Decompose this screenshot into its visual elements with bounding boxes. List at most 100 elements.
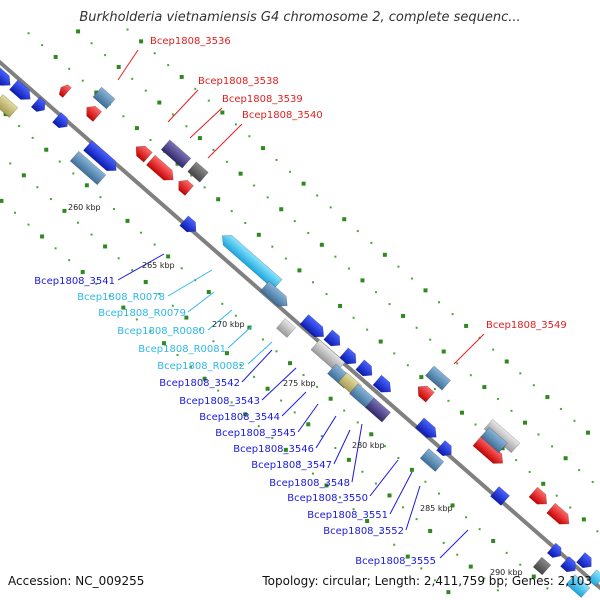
tick-label: 280 kbp: [352, 441, 385, 450]
gene-arrow[interactable]: [57, 82, 72, 98]
gene-arrow[interactable]: [483, 418, 521, 454]
gene-arrow[interactable]: [546, 502, 574, 529]
tick-dot: [591, 480, 594, 483]
gene-arrow[interactable]: [372, 374, 395, 397]
gene-arrow[interactable]: [146, 154, 177, 185]
tick-dot: [53, 54, 58, 59]
gene-label[interactable]: Bcep1808_R0081: [138, 344, 226, 355]
leader-line: [189, 107, 223, 139]
gene-label[interactable]: Bcep1808_3552: [323, 526, 404, 537]
gene-arrow[interactable]: [260, 280, 291, 311]
gene-arrow[interactable]: [0, 65, 15, 90]
tick-dot: [456, 362, 459, 365]
tick-dot: [9, 162, 12, 165]
tick-dot: [447, 399, 450, 402]
gene-arrow[interactable]: [92, 86, 116, 110]
gene-arrow[interactable]: [587, 569, 600, 587]
tick-dot: [284, 257, 287, 260]
gene-arrow[interactable]: [69, 150, 107, 186]
tick-dot: [116, 64, 121, 69]
gene-label[interactable]: Bcep1808_3544: [199, 412, 280, 423]
gene-label[interactable]: Bcep1808_3541: [34, 276, 115, 287]
tick-dot: [379, 531, 382, 534]
tick-dot: [459, 410, 464, 415]
gene-label[interactable]: Bcep1808_R0078: [77, 292, 165, 303]
gene-label[interactable]: Bcep1808_R0082: [157, 361, 245, 372]
gene-arrow[interactable]: [349, 383, 375, 409]
gene-arrow[interactable]: [480, 426, 508, 454]
gene-label[interactable]: Bcep1808_3550: [287, 493, 368, 504]
gene-label[interactable]: Bcep1808_3551: [307, 510, 388, 521]
tick-dot: [298, 460, 301, 463]
leader-line: [333, 429, 351, 465]
tick-dot: [532, 384, 535, 387]
gene-label[interactable]: Bcep1808_3547: [251, 460, 332, 471]
gene-arrow[interactable]: [415, 417, 440, 442]
gene-arrow[interactable]: [52, 112, 71, 131]
gene-label[interactable]: Bcep1808_3549: [486, 320, 567, 331]
gene-label[interactable]: Bcep1808_R0079: [98, 308, 186, 319]
tick-dot: [271, 437, 274, 440]
tick-dot: [510, 409, 513, 412]
gene-arrow[interactable]: [490, 486, 510, 506]
gene-arrow[interactable]: [9, 79, 34, 104]
gene-arrow[interactable]: [30, 96, 49, 115]
gene-arrow[interactable]: [339, 347, 361, 368]
gene-arrow[interactable]: [355, 359, 377, 380]
gene-arrow[interactable]: [576, 552, 595, 571]
tick-dot: [293, 220, 296, 223]
gene-arrow[interactable]: [276, 318, 296, 338]
gene-label[interactable]: Bcep1808_3539: [222, 94, 303, 105]
gene-arrow[interactable]: [565, 574, 591, 598]
tick-dot: [343, 409, 346, 412]
tick-dot: [469, 374, 472, 377]
gene-arrow[interactable]: [414, 382, 435, 403]
tick-dot: [474, 423, 477, 426]
gene-arrow[interactable]: [436, 440, 455, 459]
tick-dot: [108, 294, 111, 297]
gene-label[interactable]: Bcep1808_3540: [242, 110, 323, 121]
gene-arrow[interactable]: [0, 94, 19, 118]
gene-arrow[interactable]: [425, 365, 451, 391]
gene-arrow[interactable]: [528, 486, 551, 509]
gene-arrow[interactable]: [174, 176, 194, 196]
tick-dot: [356, 421, 359, 424]
gene-arrow[interactable]: [560, 556, 579, 575]
tick-dot: [325, 293, 328, 296]
tick-dot: [311, 472, 314, 475]
tick-dot: [522, 420, 527, 425]
gene-label[interactable]: Bcep1808_3542: [159, 378, 240, 389]
gene-arrow[interactable]: [132, 142, 153, 163]
tick-dot: [0, 198, 4, 203]
gene-arrow[interactable]: [323, 329, 345, 350]
gene-label[interactable]: Bcep1808_3543: [179, 396, 260, 407]
tick-dot: [288, 361, 293, 366]
gene-label[interactable]: Bcep1808_3545: [215, 428, 296, 439]
gene-label[interactable]: Bcep1808_3536: [150, 36, 231, 47]
tick-dot: [387, 493, 392, 498]
gene-arrow[interactable]: [82, 140, 120, 176]
gene-label[interactable]: Bcep1808_3538: [198, 76, 279, 87]
gene-label[interactable]: Bcep1808_3546: [233, 444, 314, 455]
tick-dot: [519, 563, 522, 566]
tick-dot: [125, 218, 130, 223]
gene-arrow[interactable]: [365, 397, 391, 423]
gene-label[interactable]: Bcep1808_3548: [269, 478, 350, 489]
tick-dot: [441, 349, 446, 354]
gene-arrow[interactable]: [160, 139, 192, 169]
tick-dot: [578, 469, 581, 472]
gene-label[interactable]: Bcep1808_3555: [355, 556, 436, 567]
tick-dot: [374, 482, 377, 485]
gene-arrow[interactable]: [546, 542, 565, 561]
tick-dot: [307, 231, 310, 234]
gene-arrow[interactable]: [532, 556, 552, 576]
gene-arrow[interactable]: [82, 102, 102, 122]
gene-label[interactable]: Bcep1808_R0080: [117, 326, 205, 337]
gene-arrow[interactable]: [419, 448, 445, 472]
gene-arrow[interactable]: [299, 314, 328, 342]
gene-arrow[interactable]: [187, 161, 209, 183]
gene-arrow[interactable]: [179, 215, 201, 236]
tick-dot: [140, 231, 143, 234]
tick-dot: [306, 422, 311, 427]
